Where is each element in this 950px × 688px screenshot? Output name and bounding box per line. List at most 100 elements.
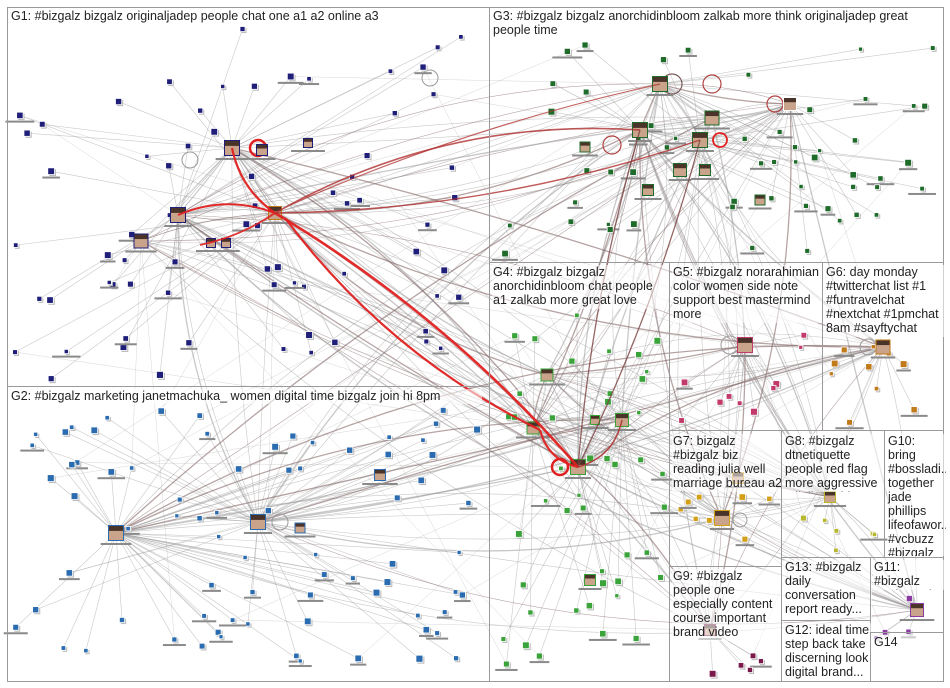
network-edge-curve <box>257 83 661 523</box>
node-caption <box>426 637 449 640</box>
network-edge <box>177 131 215 216</box>
self-loop <box>602 135 622 155</box>
network-node <box>250 82 258 90</box>
network-node <box>800 514 807 522</box>
network-node <box>354 654 362 663</box>
network-edge <box>115 335 515 534</box>
network-node <box>549 80 557 87</box>
network-edge-curve <box>115 513 723 534</box>
network-edge <box>552 417 623 421</box>
node-caption <box>686 150 714 152</box>
network-edge <box>789 103 856 141</box>
network-node <box>46 296 54 304</box>
network-node <box>603 455 611 463</box>
node-caption <box>690 178 720 180</box>
network-edge <box>283 348 534 429</box>
node-caption <box>870 356 896 359</box>
network-edge <box>63 532 117 649</box>
network-edge-curve <box>231 147 259 523</box>
node-caption <box>529 661 550 664</box>
network-node <box>208 582 215 589</box>
network-node <box>68 461 76 469</box>
network-edge <box>577 466 618 596</box>
network-edge <box>639 98 866 131</box>
network-edge-curve <box>115 346 884 534</box>
node-caption <box>628 140 652 142</box>
network-node <box>107 468 115 476</box>
node-caption <box>244 596 261 599</box>
node-caption <box>813 505 847 507</box>
network-node <box>579 504 587 512</box>
network-edge <box>115 532 311 596</box>
node-caption <box>5 120 35 123</box>
node-caption <box>459 507 478 510</box>
network-edge-curve <box>177 214 918 611</box>
network-edge <box>50 477 117 534</box>
network-node <box>921 102 929 110</box>
network-node <box>873 635 879 641</box>
node-caption <box>248 158 276 160</box>
node-caption <box>262 452 288 455</box>
network-edge <box>115 532 325 575</box>
network-edge-curve <box>140 212 276 242</box>
network-edge-curve <box>274 212 884 348</box>
node-caption <box>628 143 648 146</box>
network-node <box>745 71 752 78</box>
network-node <box>428 451 437 459</box>
node-caption <box>114 343 137 346</box>
network-edge <box>115 532 377 593</box>
network-node <box>308 349 314 356</box>
network-edge <box>51 212 276 379</box>
network-node <box>386 434 392 440</box>
network-node <box>297 465 304 472</box>
node-caption <box>218 624 247 627</box>
network-node <box>165 162 173 170</box>
network-node <box>817 148 823 154</box>
avatar-node-hair <box>705 111 719 117</box>
network-node <box>850 183 857 190</box>
network-node <box>280 346 287 352</box>
avatar-node-hair <box>700 165 710 169</box>
network-node <box>629 168 637 176</box>
network-node <box>36 295 43 302</box>
network-edge <box>659 83 815 158</box>
node-caption <box>735 544 755 547</box>
node-caption <box>195 250 227 252</box>
network-node <box>417 476 425 485</box>
network-node <box>574 312 580 319</box>
node-caption <box>572 154 598 157</box>
network-node <box>198 642 206 650</box>
network-edge <box>789 103 854 176</box>
network-edge-curve <box>177 214 918 611</box>
network-node <box>331 338 339 346</box>
network-node <box>216 534 222 540</box>
network-node <box>822 517 828 524</box>
avatar-node-hair <box>304 139 312 142</box>
network-node <box>607 168 614 176</box>
network-edge <box>115 532 123 621</box>
network-node <box>858 46 863 52</box>
network-node <box>473 425 481 434</box>
network-node <box>47 167 55 175</box>
network-edge-curve <box>177 214 746 346</box>
node-caption <box>437 616 453 619</box>
network-edge-curve <box>274 127 641 214</box>
network-node <box>653 336 662 345</box>
node-caption <box>262 289 287 292</box>
node-caption <box>899 619 935 621</box>
network-node <box>363 152 371 159</box>
node-caption <box>835 427 864 430</box>
network-node <box>684 46 692 54</box>
node-caption <box>243 532 273 534</box>
network-edge <box>115 532 359 659</box>
node-caption <box>820 213 836 216</box>
network-node <box>321 571 328 578</box>
avatar-node-hair <box>705 625 715 629</box>
network-edge <box>69 346 884 574</box>
network-edge <box>177 205 256 216</box>
node-caption <box>261 222 289 224</box>
node-caption <box>860 538 889 541</box>
network-edge <box>15 532 117 628</box>
self-loop <box>732 512 748 528</box>
network-edge <box>115 423 437 534</box>
